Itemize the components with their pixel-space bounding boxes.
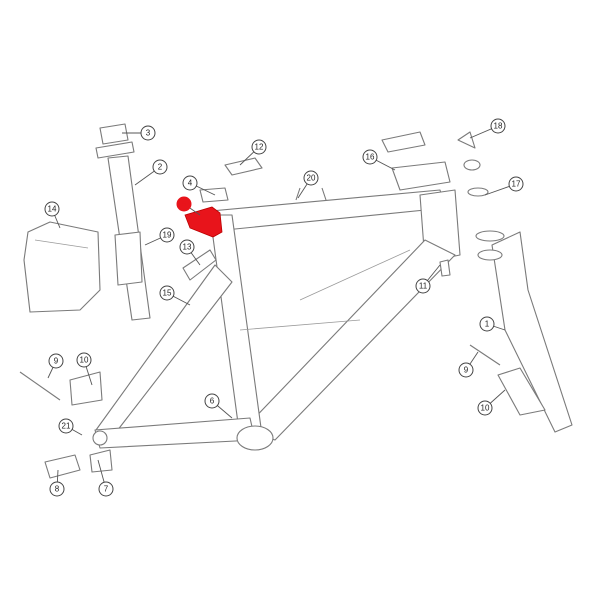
callout-circle <box>303 170 319 186</box>
callout-circle <box>415 278 431 294</box>
callout-number: 2 <box>158 163 163 172</box>
callout-13[interactable]: 13 <box>179 239 201 266</box>
callout-1[interactable]: 1 <box>479 316 506 332</box>
callout-5[interactable]: 5 <box>176 196 201 216</box>
callout-20[interactable]: 20 <box>297 170 319 199</box>
frame <box>92 189 461 451</box>
callout-number: 21 <box>62 422 71 431</box>
callout-circle <box>98 481 114 497</box>
callout-circle <box>48 353 64 369</box>
callout-2[interactable]: 2 <box>134 159 168 186</box>
callout-number: 19 <box>163 231 172 240</box>
callout-number: 4 <box>188 179 193 188</box>
callout-10[interactable]: 10 <box>76 352 93 386</box>
callout-number: 17 <box>512 180 521 189</box>
callout-12[interactable]: 12 <box>239 139 267 166</box>
callout-circle <box>76 352 92 368</box>
callout-18[interactable]: 18 <box>469 118 506 139</box>
callout-number: 18 <box>494 122 503 131</box>
callout-number: 12 <box>255 143 264 152</box>
callout-number: 14 <box>48 205 57 214</box>
callout-21[interactable]: 21 <box>58 418 83 436</box>
callout-circle <box>182 175 198 191</box>
callout-14[interactable]: 14 <box>44 201 61 229</box>
callout-10[interactable]: 10 <box>477 389 506 416</box>
callout-circle <box>204 393 220 409</box>
callout-9[interactable]: 9 <box>458 351 479 378</box>
callout-circle <box>159 227 175 243</box>
callout-circle <box>490 118 506 134</box>
callout-3[interactable]: 3 <box>122 125 156 141</box>
callout-4[interactable]: 4 <box>182 175 216 196</box>
callout-circle <box>362 149 378 165</box>
callout-number: 20 <box>307 174 316 183</box>
callout-circle <box>508 176 524 192</box>
callout-9[interactable]: 9 <box>47 353 64 379</box>
callout-circle <box>458 362 474 378</box>
callout-number: 16 <box>366 153 375 162</box>
callout-number: 10 <box>481 404 490 413</box>
callout-number: 13 <box>183 243 192 252</box>
callout-17[interactable]: 17 <box>484 176 524 196</box>
callout-circle <box>49 481 65 497</box>
callout-6[interactable]: 6 <box>204 393 233 419</box>
callout-circle <box>152 159 168 175</box>
callout-15[interactable]: 15 <box>159 285 191 306</box>
callout-number: 15 <box>163 289 172 298</box>
callout-circle <box>44 201 60 217</box>
callout-19[interactable]: 19 <box>144 227 175 246</box>
callout-circle <box>477 400 493 416</box>
callout-circle <box>179 239 195 255</box>
callout-number: 10 <box>80 356 89 365</box>
callout-number: 8 <box>55 485 60 494</box>
callout-circle <box>159 285 175 301</box>
callout-number: 6 <box>210 397 215 406</box>
fork <box>457 131 573 433</box>
callout-16[interactable]: 16 <box>362 149 396 171</box>
callout-number: 7 <box>104 485 109 494</box>
callout-circle <box>479 316 495 332</box>
callout-11[interactable]: 11 <box>415 264 441 294</box>
callout-number: 11 <box>419 282 428 291</box>
callout-number: 9 <box>464 366 469 375</box>
callout-8[interactable]: 8 <box>49 469 65 497</box>
callout-number: 9 <box>54 357 59 366</box>
callout-circle <box>176 196 192 212</box>
seatpost <box>95 123 151 321</box>
callout-number: 3 <box>146 129 151 138</box>
highlighted-part-5[interactable] <box>184 206 223 238</box>
callout-7[interactable]: 7 <box>97 459 114 497</box>
battery-box <box>23 221 101 313</box>
callout-circle <box>140 125 156 141</box>
callout-circle <box>251 139 267 155</box>
callout-circle <box>58 418 74 434</box>
callout-number: 1 <box>485 320 490 329</box>
callout-number: 5 <box>182 200 187 209</box>
